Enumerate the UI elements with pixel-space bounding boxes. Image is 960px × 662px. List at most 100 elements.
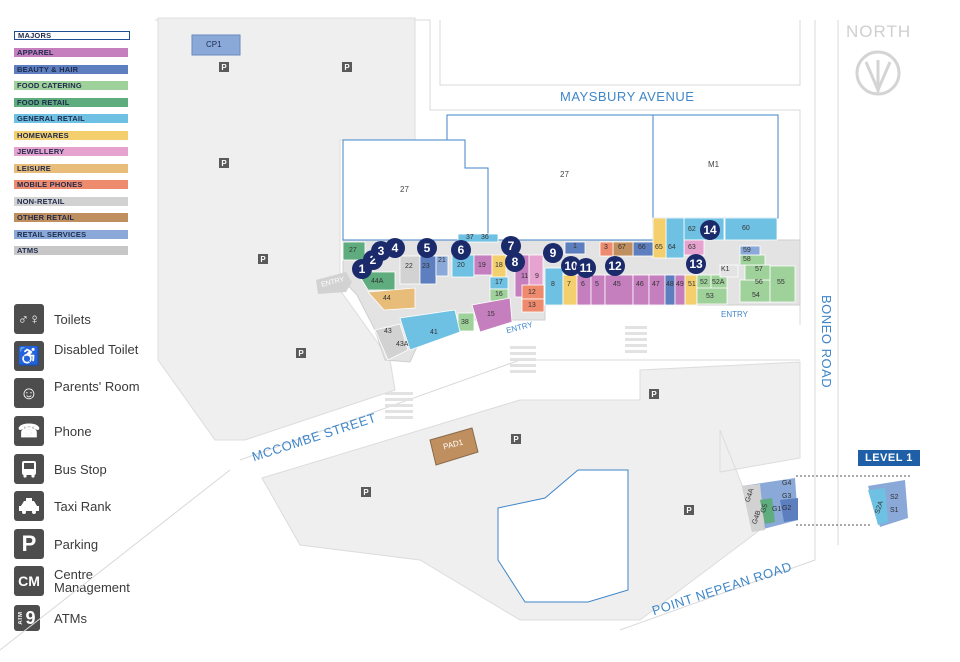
legend-retail-services: RETAIL SERVICES bbox=[14, 230, 128, 239]
major-label: 27 bbox=[560, 170, 569, 179]
shop-label: 11 bbox=[521, 273, 529, 280]
map-pin-14[interactable]: 14 bbox=[700, 220, 720, 240]
entry-arrow-west bbox=[316, 272, 352, 294]
amenity-label: Centre Management bbox=[54, 567, 130, 595]
shop-label: G4 bbox=[782, 480, 792, 487]
map-pin-11[interactable]: 11 bbox=[576, 258, 596, 278]
amenity-label: Bus Stop bbox=[54, 462, 107, 477]
major-label: M1 bbox=[708, 160, 720, 169]
parking-icon: P bbox=[342, 62, 352, 72]
level-1-inset bbox=[796, 475, 910, 527]
parking-icon: P bbox=[219, 158, 229, 168]
map-pin-7[interactable]: 7 bbox=[501, 236, 521, 256]
shop-label: 19 bbox=[478, 262, 486, 269]
parking-icon: P bbox=[258, 254, 268, 264]
legend-other-retail: OTHER RETAIL bbox=[14, 213, 128, 222]
shop-label: G3 bbox=[782, 493, 792, 500]
carpark-label: CP1 bbox=[206, 40, 222, 49]
major-m1 bbox=[652, 114, 779, 219]
amenity-toilets: ♂♀ Toilets bbox=[14, 304, 159, 340]
shops-g-block bbox=[742, 478, 798, 532]
bus-icon bbox=[14, 454, 44, 484]
shop-label: 51 bbox=[688, 281, 696, 288]
legend-homewares: HOMEWARES bbox=[14, 131, 128, 140]
shop-label: G2 bbox=[782, 505, 792, 512]
map-pin-4[interactable]: 4 bbox=[385, 238, 405, 258]
map-pin-9[interactable]: 9 bbox=[543, 243, 563, 263]
shop-label: 53 bbox=[706, 293, 714, 300]
entry-label-east: ENTRY bbox=[721, 310, 748, 319]
amenity-label: Phone bbox=[54, 424, 92, 439]
amenity-disabled-toilet: ♿ Disabled Toilet bbox=[14, 341, 159, 377]
street-maysbury-avenue: MAYSBURY AVENUE bbox=[560, 89, 695, 104]
shop-label: 22 bbox=[405, 263, 413, 270]
map-pin-5[interactable]: 5 bbox=[417, 238, 437, 258]
parking-icon: P bbox=[361, 487, 371, 497]
amenity-parents-room: ☺ Parents' Room bbox=[14, 378, 159, 414]
shop-label: 44A bbox=[371, 278, 384, 285]
shop-label: S1 bbox=[890, 507, 899, 514]
shop-label: 21 bbox=[438, 257, 446, 264]
shop-label: 8 bbox=[551, 281, 555, 288]
shop-label: 15 bbox=[487, 311, 495, 318]
shop-label: S2 bbox=[890, 494, 899, 501]
compass-label: NORTH bbox=[846, 22, 912, 41]
shop-label: K1 bbox=[721, 266, 730, 273]
amenity-label: Parents' Room bbox=[54, 379, 140, 394]
amenity-label: Disabled Toilet bbox=[54, 342, 139, 357]
shop-label: 13 bbox=[528, 302, 536, 309]
map-pin-12[interactable]: 12 bbox=[605, 256, 625, 276]
shop-label: 52 bbox=[700, 279, 708, 286]
shop-label: 1 bbox=[573, 243, 577, 250]
shop-label: 5 bbox=[595, 281, 599, 288]
shop-label: 41 bbox=[430, 329, 438, 336]
shop-label: 38 bbox=[461, 319, 469, 326]
shop-label: 56 bbox=[755, 279, 763, 286]
map-pin-8[interactable]: 8 bbox=[505, 252, 525, 272]
shop-label: 66 bbox=[638, 244, 646, 251]
shop-label: 20 bbox=[457, 262, 465, 269]
major-label: 27 bbox=[400, 185, 409, 194]
legend-food-retail: FOOD RETAIL bbox=[14, 98, 128, 107]
shop-label: 52A bbox=[712, 279, 725, 286]
pad1-unit bbox=[429, 427, 479, 466]
shop-label: 62 bbox=[688, 226, 696, 233]
shop-label: 27 bbox=[349, 247, 357, 254]
shop-label: 49 bbox=[676, 281, 684, 288]
amenity-taxi-rank: Taxi Rank bbox=[14, 491, 159, 527]
map-pin-13[interactable]: 13 bbox=[686, 254, 706, 274]
parking-icon: P bbox=[684, 505, 694, 515]
street-boneo-road: BONEO ROAD bbox=[819, 295, 834, 389]
cp1-box bbox=[191, 34, 241, 56]
shop-label: 54 bbox=[752, 292, 760, 299]
legend-food-catering: FOOD CATERING bbox=[14, 81, 128, 90]
legend-atms: ATMS bbox=[14, 246, 128, 255]
shop-units bbox=[342, 217, 796, 361]
amenity-label: Parking bbox=[54, 537, 99, 552]
parking-icon: P bbox=[219, 62, 229, 72]
legend-mobile-phones: MOBILE PHONES bbox=[14, 180, 128, 189]
shop-label: 60 bbox=[742, 225, 750, 232]
parking-icon: P bbox=[511, 434, 521, 444]
shop-label: 55 bbox=[777, 279, 785, 286]
amenity-centre-management: CM Centre Management bbox=[14, 566, 159, 602]
shop-label: G1 bbox=[772, 506, 782, 513]
shop-label: 47 bbox=[652, 281, 660, 288]
shop-label: 67 bbox=[618, 244, 626, 251]
legend-jewellery: JEWELLERY bbox=[14, 147, 128, 156]
shop-label: 48 bbox=[666, 281, 674, 288]
shop-label: 37 bbox=[466, 234, 474, 241]
parents-room-icon: ☺ bbox=[14, 378, 44, 408]
amenity-label: ATMs bbox=[54, 611, 87, 626]
shop-label: 44 bbox=[383, 295, 391, 302]
shop-label: 16 bbox=[495, 291, 503, 298]
shop-label: 7 bbox=[567, 281, 571, 288]
map-pin-6[interactable]: 6 bbox=[451, 240, 471, 260]
legend-beauty-hair: BEAUTY & HAIR bbox=[14, 65, 128, 74]
legend-majors: MAJORS bbox=[14, 31, 130, 40]
legend-general-retail: GENERAL RETAIL bbox=[14, 114, 128, 123]
shop-label: 23 bbox=[422, 263, 430, 270]
parking-icon: P bbox=[296, 348, 306, 358]
